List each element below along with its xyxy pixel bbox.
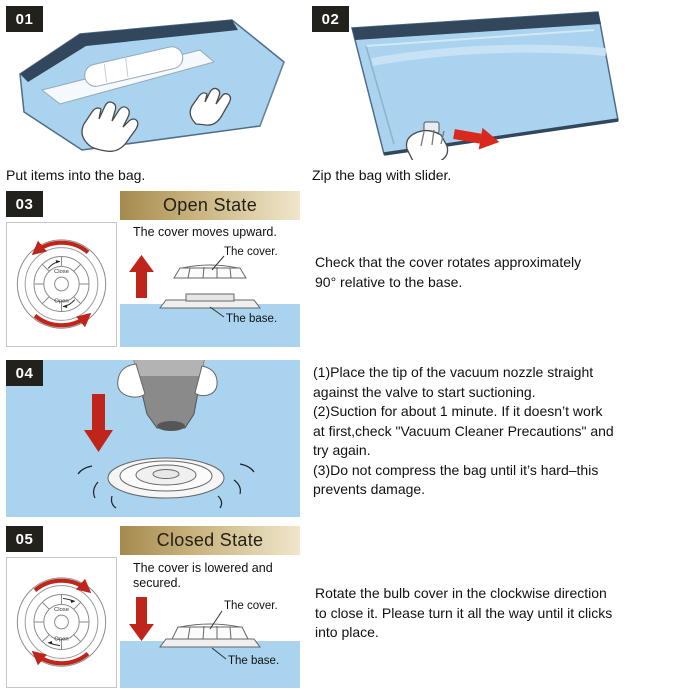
left-hand <box>81 101 139 152</box>
step-3-valve-top-diagram: Close Open <box>6 222 117 347</box>
valve-cover-side <box>173 264 247 279</box>
bag-open-illustration <box>19 19 285 152</box>
valve-close-label: Close <box>54 607 69 613</box>
step-1-caption: Put items into the bag. <box>6 167 146 183</box>
vacuum-nozzle <box>133 360 205 431</box>
items-bundle <box>84 46 184 87</box>
down-arrow <box>129 597 154 641</box>
down-arrow <box>84 394 113 452</box>
valve-rotation-cw-diagram: Close Open <box>16 577 107 667</box>
valve-top-view <box>107 457 225 499</box>
valve-rotation-ccw-diagram: Close Open <box>16 239 107 329</box>
step-1-number-badge: 01 <box>6 6 43 32</box>
valve-open-label: Open <box>54 637 68 643</box>
base-leader-line <box>211 647 227 660</box>
step-5-side-view-area: The cover is lowered and secured. The co… <box>120 557 300 688</box>
step-5-description: Rotate the bulb cover in the clockwise d… <box>315 585 613 640</box>
bag-top-seam <box>20 20 238 82</box>
step-5-subtitle: The cover is lowered and secured. <box>133 561 273 590</box>
bag-fold-highlight <box>371 44 607 66</box>
zipping-hand <box>405 129 449 160</box>
gripping-hand <box>117 363 218 398</box>
step-5-cover-label: The cover. <box>224 600 278 612</box>
step-2-caption: Zip the bag with slider. <box>312 167 452 183</box>
zip-direction-arrow <box>453 127 500 150</box>
bag-left-edge <box>365 45 395 145</box>
valve-grip-ticks <box>34 256 89 312</box>
valve-base-side <box>159 638 261 648</box>
step-5-banner-label: Closed State <box>156 530 264 550</box>
step-3-number-badge: 03 <box>6 191 43 217</box>
step-5-banner: Closed State <box>120 526 300 555</box>
bag-top-seam <box>352 12 601 40</box>
step-5-number-badge: 05 <box>6 526 43 552</box>
step-2-number-badge: 02 <box>312 6 349 32</box>
step-3-description: Check that the cover rotates approximate… <box>315 254 582 290</box>
step-3-subtitle: The cover moves upward. <box>133 225 277 239</box>
rotation-arrow-bottom-cw <box>31 650 90 666</box>
step-5-valve-top-diagram: Close Open <box>6 557 117 688</box>
step-4-illustration <box>6 360 300 517</box>
step-4-description: (1)Place the tip of the vacuum nozzle st… <box>313 364 614 497</box>
cover-leader-line <box>209 610 223 630</box>
step-4-number-badge: 04 <box>6 360 43 386</box>
step-3-base-label: The base. <box>226 313 278 325</box>
bag-inner-line <box>365 29 595 47</box>
bag-zip-illustration <box>351 11 619 160</box>
vibration-lines <box>77 463 255 509</box>
step-5-base-label: The base. <box>228 655 280 667</box>
valve-cover-side <box>171 623 249 640</box>
step-3-side-view-area: The cover moves upward. The cover. The b… <box>120 222 300 347</box>
rotation-arrow-top-ccw <box>31 240 90 256</box>
valve-grip-ticks <box>34 594 89 650</box>
base-leader-line <box>209 306 225 318</box>
step-2-illustration <box>306 4 624 160</box>
valve-closed-side-view <box>120 597 300 688</box>
valve-base-side <box>159 293 261 309</box>
valve-close-label: Close <box>54 269 69 275</box>
step-1-illustration <box>4 6 298 160</box>
step-3-cover-label: The cover. <box>224 246 278 258</box>
rotation-arrow-bottom-ccw <box>33 312 92 328</box>
bag-surface <box>120 304 300 347</box>
up-arrow <box>129 255 154 298</box>
step-3-banner-label: Open State <box>162 195 258 215</box>
bag-surface <box>120 641 300 688</box>
valve-mini-arrows <box>48 597 75 647</box>
cover-leader-line <box>211 255 225 271</box>
rotation-arrow-top-cw <box>33 578 92 594</box>
valve-open-side-view <box>120 255 300 347</box>
step-3-banner: Open State <box>120 191 300 220</box>
valve-open-label: Open <box>54 299 68 305</box>
bag-body <box>19 19 285 151</box>
vacuum-suction-illustration <box>6 360 300 517</box>
right-hand <box>189 87 232 126</box>
valve-mini-arrows <box>47 259 76 309</box>
bag-fold-line <box>259 61 285 127</box>
